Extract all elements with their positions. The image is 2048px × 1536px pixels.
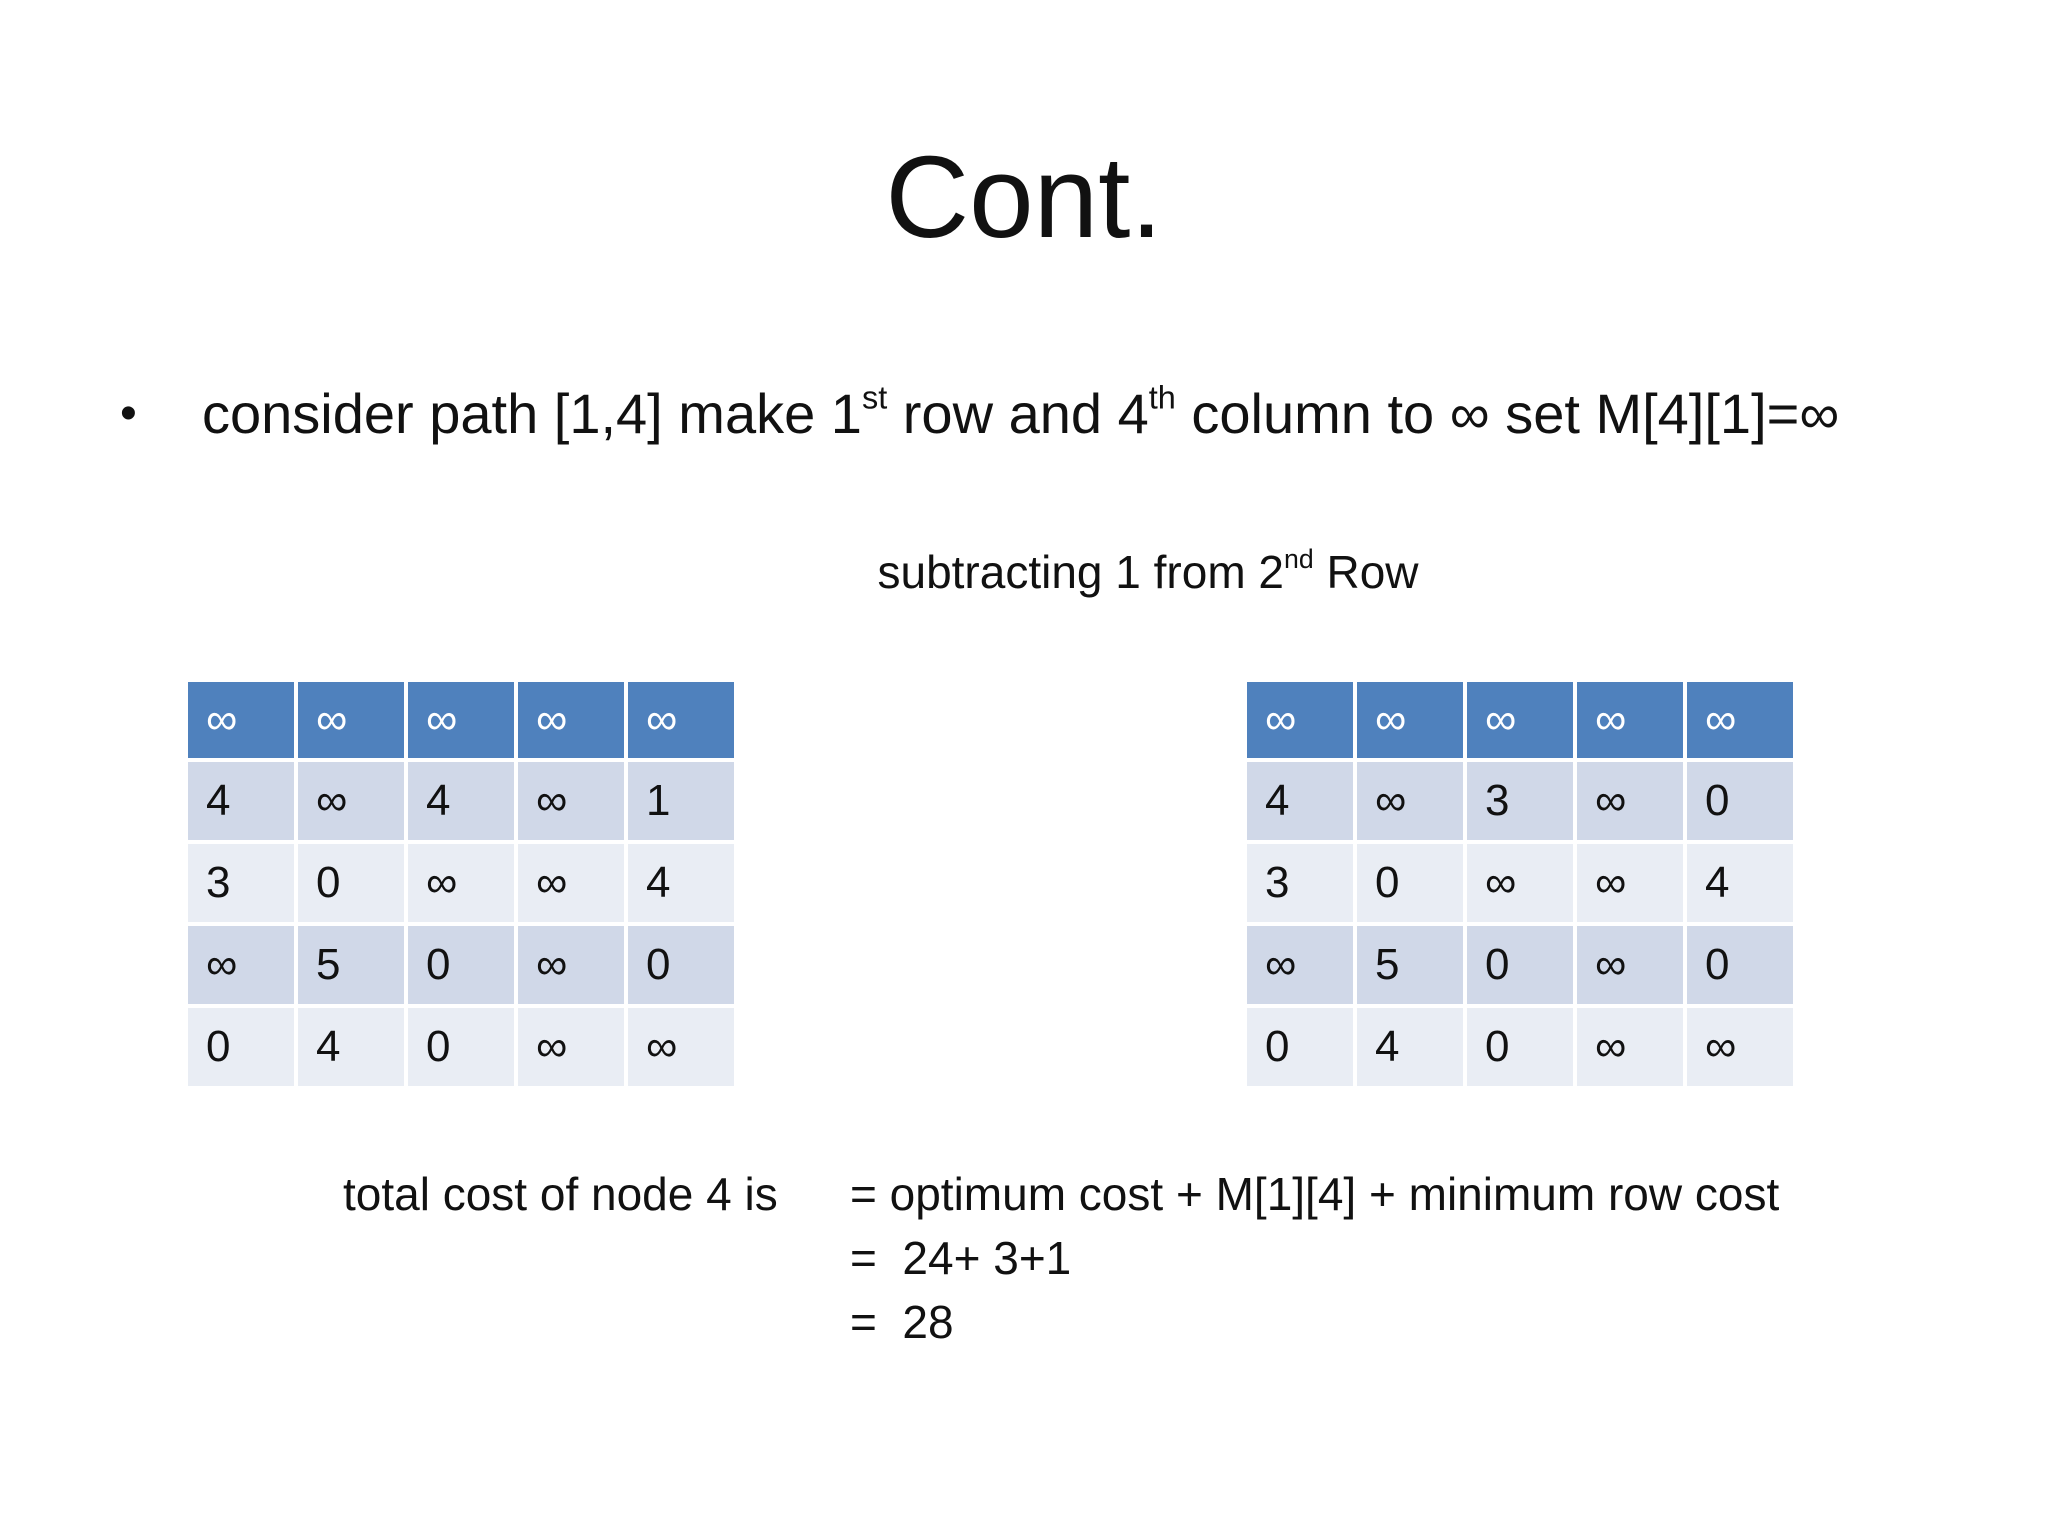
matrix-left-cell: ∞ [188, 926, 294, 1004]
matrix-right-cell: 4 [1687, 844, 1793, 922]
matrix-right-cell: ∞ [1467, 682, 1573, 758]
matrix-right-cell: ∞ [1687, 1008, 1793, 1086]
matrix-left-cell: 0 [408, 1008, 514, 1086]
matrix-left-cell: ∞ [518, 1008, 624, 1086]
matrix-right-cell: ∞ [1467, 844, 1573, 922]
matrix-right-cell: ∞ [1247, 682, 1353, 758]
matrix-left-cell: ∞ [298, 682, 404, 758]
matrix-left-cell: 4 [628, 844, 734, 922]
matrix-left-cell: 0 [628, 926, 734, 1004]
matrix-left-cell: ∞ [518, 762, 624, 840]
cost-label: total cost of node 4 is [343, 1168, 778, 1220]
matrix-left-cell: 4 [298, 1008, 404, 1086]
matrix-right-cell: ∞ [1357, 682, 1463, 758]
cost-line-1: = optimum cost + M[1][4] + minimum row c… [850, 1168, 1780, 1220]
bullet-text-part3: column to ∞ set M[4][1]=∞ [1175, 382, 1840, 445]
matrix-right-cell: 4 [1357, 1008, 1463, 1086]
matrix-right-cell: ∞ [1577, 844, 1683, 922]
bullet-text-part2: row and 4 [887, 382, 1149, 445]
matrix-right-cell: 0 [1687, 762, 1793, 840]
matrix-right-cell: ∞ [1357, 762, 1463, 840]
matrix-right-cell: ∞ [1577, 926, 1683, 1004]
matrix-left-cell: 0 [188, 1008, 294, 1086]
matrix-right-cell: 0 [1467, 926, 1573, 1004]
subtitle-sup: nd [1284, 544, 1314, 574]
matrix-left-cell: 0 [298, 844, 404, 922]
matrix-right-cell: ∞ [1577, 1008, 1683, 1086]
matrix-left-cell: ∞ [518, 926, 624, 1004]
matrix-left-row: 4∞4∞1 [188, 762, 734, 840]
matrix-right-cell: ∞ [1687, 682, 1793, 758]
subtitle-text2: Row [1313, 546, 1419, 598]
matrix-left-cell: ∞ [408, 844, 514, 922]
matrix-left-cell: ∞ [408, 682, 514, 758]
matrix-right-cell: 3 [1247, 844, 1353, 922]
matrix-right-cell: 0 [1247, 1008, 1353, 1086]
matrix-left-cell: 4 [408, 762, 514, 840]
subtitle: subtracting 1 from 2nd Row [0, 542, 2048, 602]
bullet-marker: • [120, 387, 137, 440]
matrix-left-cell: 1 [628, 762, 734, 840]
matrix-left-cell: ∞ [518, 844, 624, 922]
matrix-right-row: 4∞3∞0 [1247, 762, 1793, 840]
matrix-right-cell: ∞ [1577, 762, 1683, 840]
cost-line-2: = 24+ 3+1 [850, 1232, 1072, 1284]
matrix-left-cell: ∞ [188, 682, 294, 758]
matrix-right-cell: ∞ [1577, 682, 1683, 758]
matrix-right-cell: 0 [1357, 844, 1463, 922]
cost-equations: = optimum cost + M[1][4] + minimum row c… [850, 1162, 1779, 1354]
matrix-right-cell: 0 [1467, 1008, 1573, 1086]
matrix-left-cell: ∞ [298, 762, 404, 840]
matrix-left-cell: 3 [188, 844, 294, 922]
bullet-sup-th: th [1148, 379, 1176, 416]
bullet-sup-st: st [861, 379, 888, 416]
matrix-left-header-row: ∞∞∞∞∞ [188, 682, 734, 758]
matrix-left-cell: 0 [408, 926, 514, 1004]
matrix-right-header-row: ∞∞∞∞∞ [1247, 682, 1793, 758]
matrix-left-cell: ∞ [628, 1008, 734, 1086]
matrix-left-cell: 4 [188, 762, 294, 840]
cost-line-3: = 28 [850, 1296, 954, 1348]
matrix-left-cell: ∞ [628, 682, 734, 758]
matrix-right-cell: 4 [1247, 762, 1353, 840]
matrix-right-cell: 3 [1467, 762, 1573, 840]
slide-title: Cont. [885, 132, 1163, 262]
matrix-left-cell: ∞ [518, 682, 624, 758]
bullet-text-part1: consider path [1,4] make 1 [202, 382, 862, 445]
matrix-right-cell: 0 [1687, 926, 1793, 1004]
matrix-right-cell: ∞ [1247, 926, 1353, 1004]
matrix-left-cell: 5 [298, 926, 404, 1004]
matrix-right-cell: 5 [1357, 926, 1463, 1004]
subtitle-text: subtracting 1 from 2 [877, 546, 1285, 598]
bullet-text: consider path [1,4] make 1st row and 4th… [202, 376, 1842, 452]
